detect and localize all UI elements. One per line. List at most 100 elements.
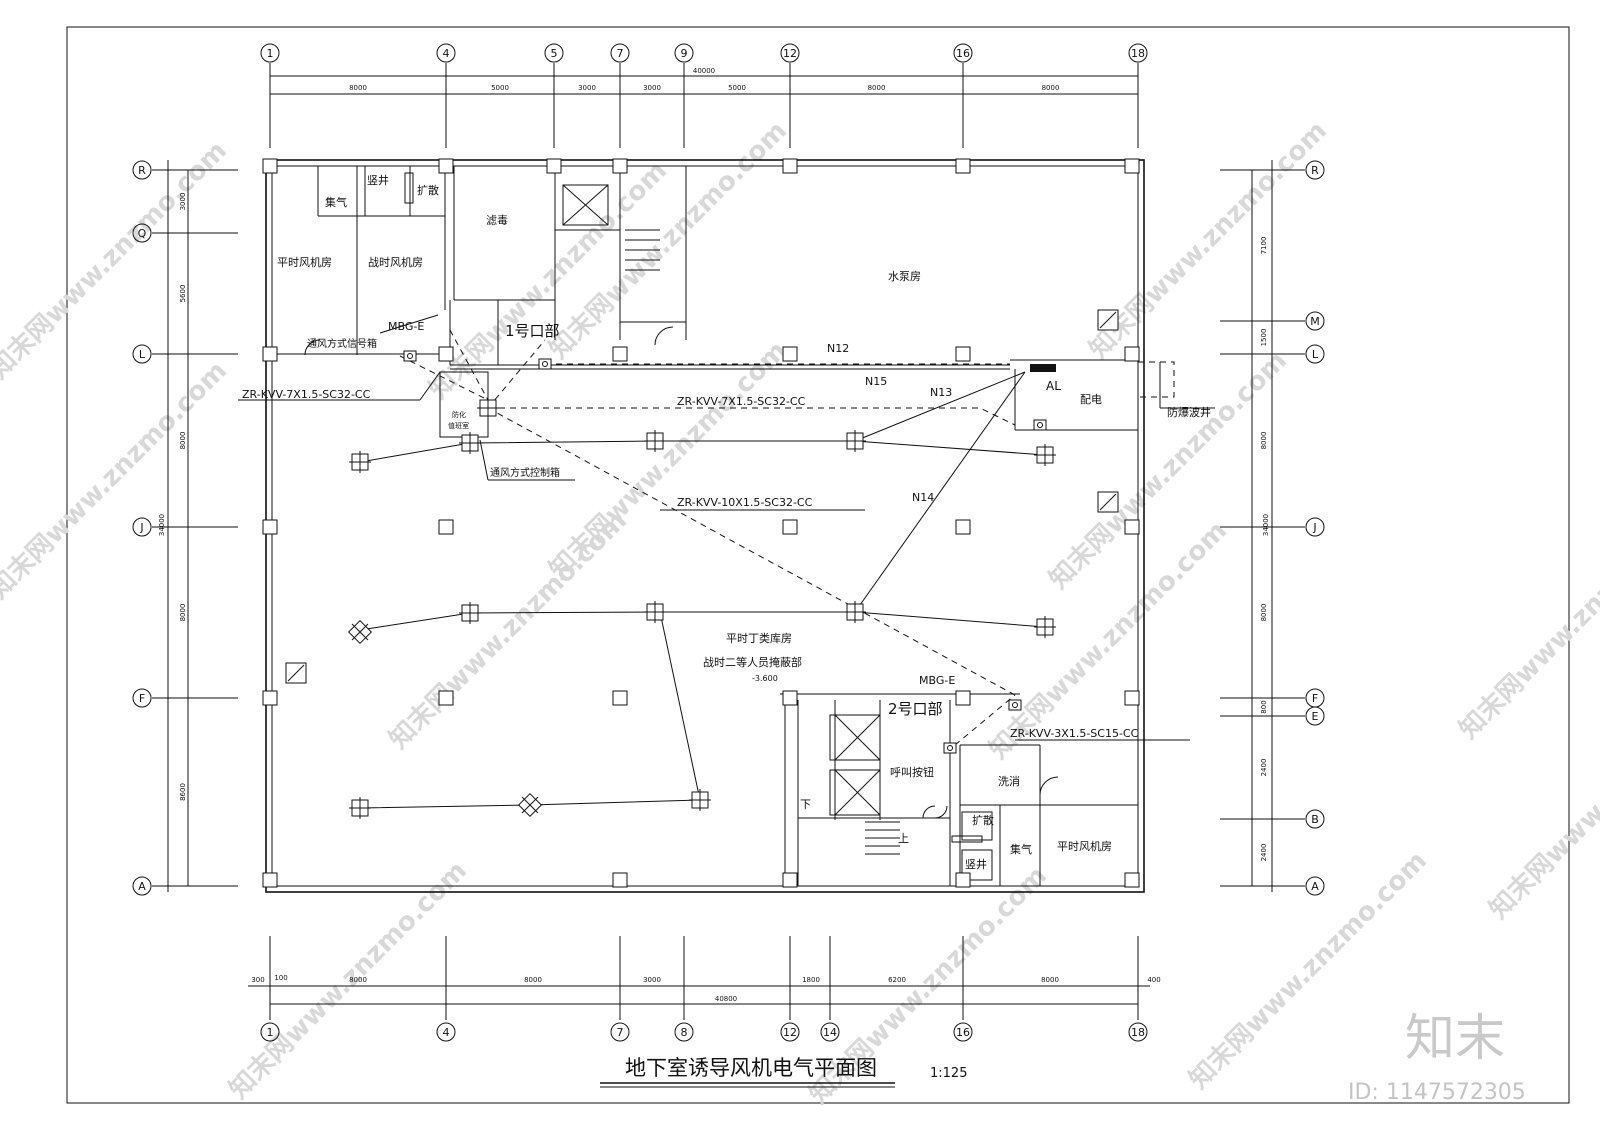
bottom-axis-bubble <box>260 1022 280 1042</box>
induction-fan-icon <box>844 601 866 623</box>
bottom-axis-bubble <box>780 1022 800 1042</box>
right-axis-bubble-label: F <box>1312 692 1318 705</box>
bottom-axis-bubble-label: 18 <box>1131 1026 1145 1039</box>
label-cable2: ZR-KVV-7X1.5-SC32-CC <box>677 395 806 408</box>
induction-fan-icon <box>1034 444 1056 466</box>
watermark-text: 知末网www.znzmo.com <box>0 356 233 605</box>
left-axis-bubble <box>132 223 152 243</box>
right-axis-bubble-label: L <box>1312 348 1319 361</box>
structural-column <box>782 346 798 362</box>
top-dim: 5000 <box>491 84 509 92</box>
bottom-axis-bubble-label: 1 <box>267 1026 274 1039</box>
bottom-dim: 3000 <box>643 976 661 984</box>
room-jiqi2: 集气 <box>1010 842 1032 856</box>
junction-box-icon <box>943 742 957 754</box>
label-cable1: ZR-KVV-7X1.5-SC32-CC <box>242 388 371 401</box>
induction-fan-icon <box>644 601 666 623</box>
top-dim: 5000 <box>728 84 746 92</box>
top-axis-bubble <box>780 43 800 63</box>
bottom-dim: 1800 <box>802 976 820 984</box>
right-dim: 8000 <box>1260 432 1268 450</box>
structural-column <box>612 346 628 362</box>
bottom-dim: 8000 <box>524 976 542 984</box>
top-axis-bubble <box>1128 43 1148 63</box>
top-dim: 3000 <box>643 84 661 92</box>
structural-column <box>782 690 798 706</box>
bottom-axis-bubble-label: 7 <box>617 1026 624 1039</box>
top-axis-bubble <box>674 43 694 63</box>
structural-column <box>262 872 278 888</box>
top-axis-bubble-label: 7 <box>617 47 624 60</box>
right-dim: 1500 <box>1260 329 1268 347</box>
room-lvdu: 滤毒 <box>486 214 508 227</box>
watermark-text: 知末网www.znzmo.com <box>0 136 233 385</box>
induction-fan-symbols <box>347 350 1056 819</box>
top-axis-bubble-label: 9 <box>681 47 688 60</box>
bottom-axis-bubble-label: 12 <box>783 1026 797 1039</box>
junction-box-icon <box>403 350 417 362</box>
room-main2: 战时二等人员掩蔽部 <box>703 655 802 669</box>
left-dim: 8000 <box>179 604 187 622</box>
right-dim: 800 <box>1260 700 1268 713</box>
room-level: -3.600 <box>752 674 778 683</box>
label-al: AL <box>1046 379 1061 393</box>
circuit-labels: MBG-E MBG-E 通风方式信号箱 通风方式控制箱 ZR-KVV-7X1.5… <box>242 320 1211 740</box>
left-axis-bubble-label: L <box>139 348 146 361</box>
structural-column <box>1124 690 1140 706</box>
structural-column <box>955 872 971 888</box>
top-axis-bubble-label: 12 <box>783 47 797 60</box>
room-peidian: 配电 <box>1080 393 1102 406</box>
structural-column <box>438 519 454 535</box>
right-dim: 7100 <box>1260 237 1268 255</box>
left-axis-bubble <box>132 344 152 364</box>
bottom-axis-bubble-label: 8 <box>681 1026 688 1039</box>
left-axis-bubble-label: F <box>139 692 145 705</box>
structural-column <box>782 872 798 888</box>
bottom-axis-bubble <box>1128 1022 1148 1042</box>
right-axis-bubble-label: A <box>1311 880 1319 893</box>
room-kuosan2: 扩散 <box>972 813 994 827</box>
bottom-dim: 400 <box>1147 976 1160 984</box>
drawing-frame <box>66 26 1570 1104</box>
label-n12: N12 <box>827 342 849 355</box>
bottom-dim: 300 <box>251 976 264 984</box>
brand-watermark: 知末 ID: 1147572305 <box>1348 1009 1526 1105</box>
bottom-axis-bubble <box>953 1022 973 1042</box>
top-axis-bubble <box>260 43 280 63</box>
room-main1: 平时丁类库房 <box>726 631 792 645</box>
left-axis-bubble-label: Q <box>138 227 147 240</box>
jet-fan-icon <box>347 619 373 645</box>
drawing-title: 地下室诱导风机电气平面图 <box>625 1056 877 1080</box>
room-labels: 集气 竖井 扩散 滤毒 平时风机房 战时风机房 水泵房 配电 1号口部 防化 值… <box>277 173 1112 871</box>
left-dim: 3000 <box>179 193 187 211</box>
left-dim: 8000 <box>179 432 187 450</box>
axis-layer: 4000018000450005300073000950001280001680… <box>132 43 1325 1042</box>
room-zhanshi-fjf: 战时风机房 <box>368 255 423 269</box>
top-dim: 8000 <box>868 84 886 92</box>
label-n15: N15 <box>865 375 887 388</box>
induction-fan-icon <box>477 397 499 419</box>
bottom-total-dim: 40800 <box>715 995 737 1003</box>
top-axis-bubble <box>544 43 564 63</box>
room-pingshi-fjf2: 平时风机房 <box>1057 839 1112 853</box>
left-axis-bubble <box>132 517 152 537</box>
bottom-axis-bubble <box>674 1022 694 1042</box>
watermark-text: 知末网www.znzmo.com <box>1084 116 1333 365</box>
top-total-dim: 40000 <box>693 67 715 75</box>
bottom-axis-bubble <box>436 1022 456 1042</box>
right-axis-bubble-label: M <box>1310 315 1320 328</box>
left-total-dim: 34000 <box>158 514 166 536</box>
right-axis-bubble <box>1305 517 1325 537</box>
room-fanghua: 防化 <box>452 410 466 419</box>
top-axis-bubble-label: 5 <box>551 47 558 60</box>
left-axis-bubble-label: A <box>138 880 146 893</box>
watermark-text: 知末网www.znzmo.com <box>1454 496 1600 745</box>
right-axis-bubble-label: J <box>1312 521 1316 534</box>
right-axis-bubble-label: B <box>1311 813 1319 826</box>
bottom-axis-bubble-label: 4 <box>443 1026 450 1039</box>
structural-column <box>612 872 628 888</box>
room-rukou1: 1号口部 <box>505 322 560 340</box>
structural-column <box>438 346 454 362</box>
